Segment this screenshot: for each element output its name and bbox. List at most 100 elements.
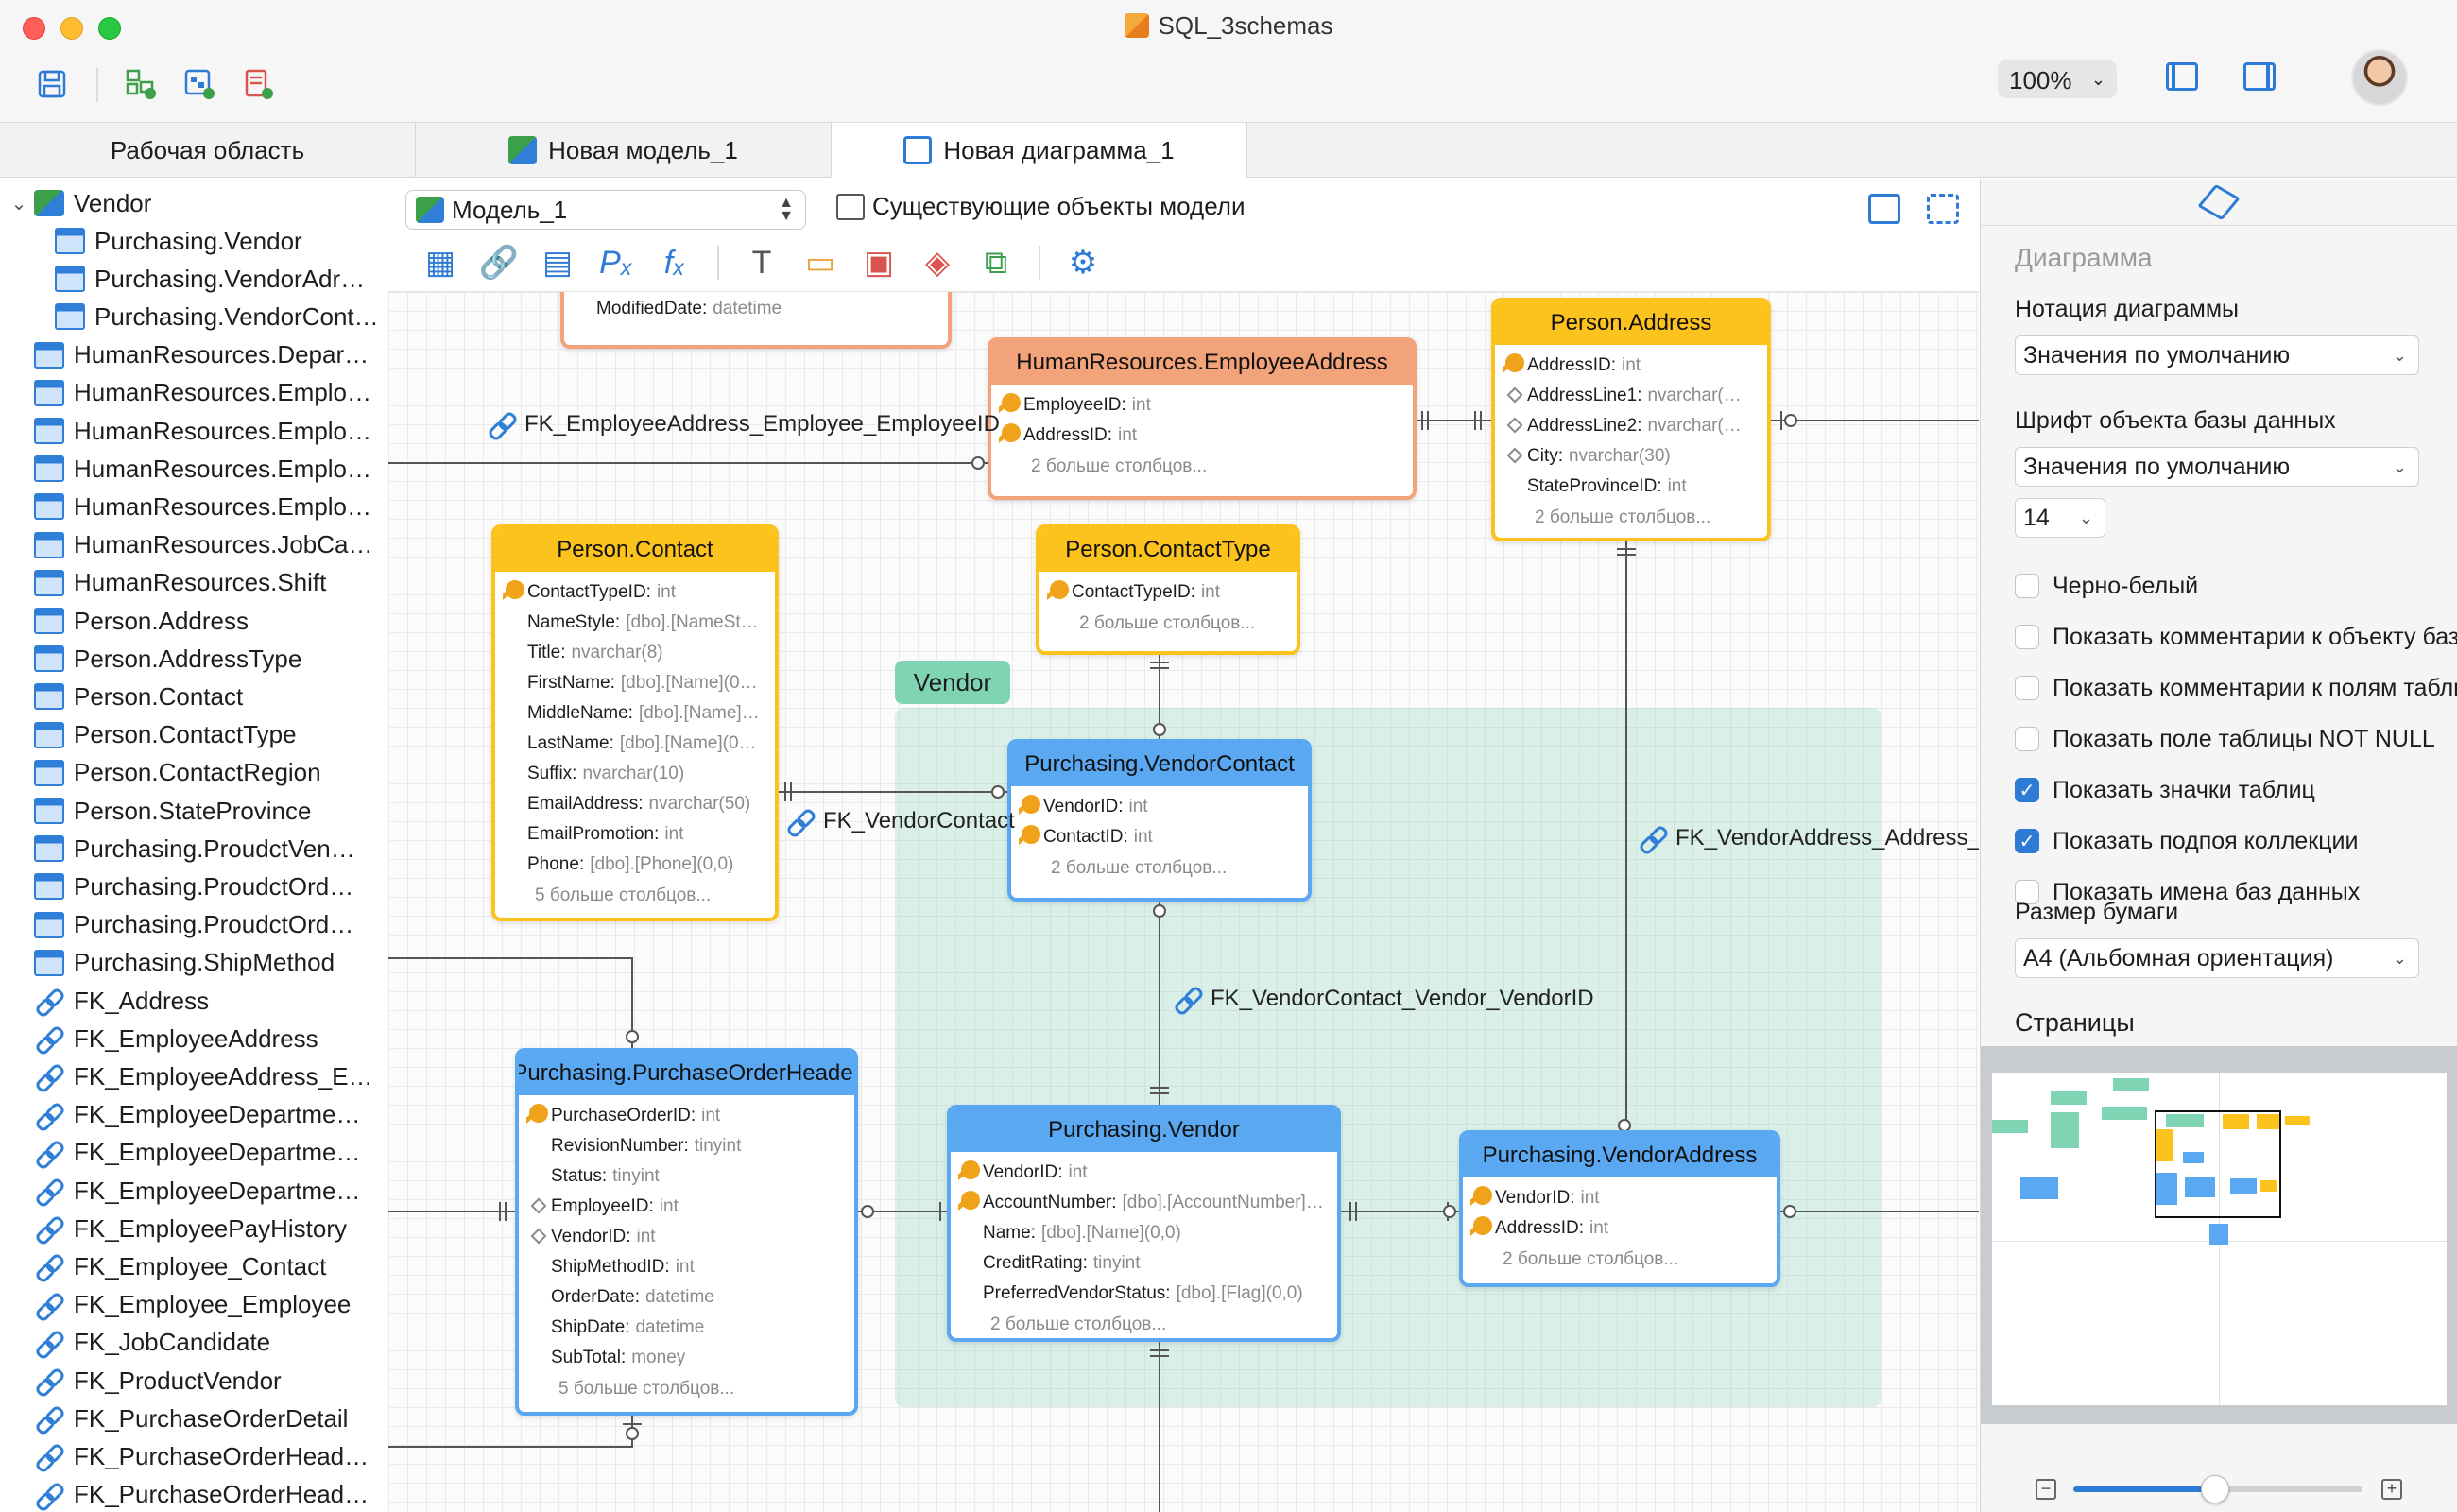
relationship-line[interactable]	[388, 1416, 633, 1448]
tab-diagram[interactable]: Новая диаграмма_1	[832, 123, 1247, 178]
entity-column[interactable]: ShipDate:datetime	[526, 1313, 847, 1343]
checkbox-row[interactable]: Показать комментарии к полям таблиц	[2015, 672, 2457, 704]
checkbox-row[interactable]: Черно-белый	[2015, 570, 2198, 602]
connector-label-fk-vendorcontact[interactable]: FK_VendorContact	[785, 808, 1015, 834]
entity-column[interactable]: OrderDate:datetime	[526, 1282, 847, 1313]
cube-icon[interactable]	[2197, 183, 2241, 220]
entity-column[interactable]: City:nvarchar(30)	[1503, 441, 1760, 472]
tree-item-table[interactable]: HumanResources.Emplo…	[34, 450, 371, 488]
tree-item-table[interactable]: Purchasing.VendorCont…	[55, 298, 379, 335]
entity-column[interactable]: AddressID:int	[1503, 351, 1760, 381]
tree-item-link[interactable]: FK_Employee_Contact	[34, 1247, 326, 1285]
tab-workspace[interactable]: Рабочая область	[0, 123, 416, 178]
entity-column[interactable]: VendorID:int	[958, 1158, 1330, 1188]
more-columns-link[interactable]: 5 больше столбцов...	[558, 1379, 735, 1399]
entity-column[interactable]: AccountNumber:[dbo].[AccountNumber]…	[958, 1188, 1330, 1218]
entity-column[interactable]: AddressID:int	[999, 421, 1405, 451]
checkbox[interactable]	[2015, 574, 2039, 598]
entity-column[interactable]: VendorID:int	[526, 1222, 847, 1252]
entity-column[interactable]: PreferredVendorStatus:[dbo].[Flag](0,0)	[958, 1279, 1330, 1309]
diagram-canvas[interactable]: Vendor	[388, 179, 1979, 1512]
zoom-in-button[interactable]: +	[2381, 1479, 2402, 1500]
entity-column[interactable]: Phone:[dbo].[Phone](0,0)	[503, 850, 767, 880]
view-tool-icon[interactable]: ▤	[541, 245, 574, 281]
tree-item-link[interactable]: FK_JobCandidate	[34, 1324, 270, 1362]
toggle-right-panel-button[interactable]	[2243, 62, 2276, 91]
checkbox[interactable]	[2015, 676, 2039, 700]
tree-item-table[interactable]: Person.Contact	[34, 678, 243, 715]
tree-item-table[interactable]: Person.StateProvince	[34, 792, 311, 830]
entity-column[interactable]: NameStyle:[dbo].[NameSt…	[503, 608, 767, 638]
checkbox[interactable]	[2015, 727, 2039, 751]
checkbox[interactable]: ✓	[2015, 778, 2039, 802]
tree-item-vendor-group[interactable]: ⌄ Vendor	[8, 184, 152, 222]
tree-item-link[interactable]: FK_EmployeeDepartme…	[34, 1134, 360, 1172]
entity-title[interactable]: Purchasing.PurchaseOrderHeader	[519, 1052, 854, 1095]
entity-column[interactable]: ModifiedDate:datetime	[572, 294, 940, 324]
tree-item-table[interactable]: Person.ContactRegion	[34, 754, 321, 792]
entity-column[interactable]: AddressLine1:nvarchar(…	[1503, 381, 1760, 411]
tree-item-table[interactable]: Person.Address	[34, 602, 249, 640]
minimize-window-button[interactable]	[60, 17, 83, 40]
entity-column[interactable]: VendorID:int	[1470, 1183, 1769, 1213]
checkbox-row[interactable]: ✓Показать значки таблиц	[2015, 774, 2315, 806]
close-window-button[interactable]	[23, 17, 45, 40]
entity-column[interactable]: EmployeeID:int	[999, 390, 1405, 421]
zoom-slider[interactable]: − +	[1981, 1445, 2457, 1511]
entity-column[interactable]: EmailAddress:nvarchar(50)	[503, 789, 767, 819]
tree-item-table[interactable]: Person.ContactType	[34, 716, 297, 754]
more-columns-link[interactable]: 2 больше столбцов...	[990, 1314, 1167, 1334]
checkbox-row[interactable]: Показать имена баз данных	[2015, 876, 2360, 908]
zoom-out-button[interactable]: −	[2036, 1479, 2056, 1500]
tree-item-table[interactable]: Purchasing.ShipMethod	[34, 944, 335, 982]
checkbox-row[interactable]: Показать поле таблицы NOT NULL	[2015, 723, 2435, 755]
checkbox[interactable]: ✓	[2015, 829, 2039, 853]
entity-title[interactable]: Person.Contact	[495, 528, 775, 572]
checkbox-row[interactable]: Показать комментарии к объекту базы	[2015, 621, 2457, 653]
tree-item-table[interactable]: Purchasing.Vendor	[55, 222, 302, 260]
tree-item-link[interactable]: FK_EmployeeDepartme…	[34, 1172, 360, 1210]
entity-title[interactable]: Purchasing.VendorAddress	[1463, 1134, 1777, 1177]
more-columns-link[interactable]: 2 больше столбцов...	[1503, 1249, 1679, 1269]
tree-item-table[interactable]: Purchasing.ProudctVen…	[34, 830, 355, 868]
entity-column[interactable]: AddressID:int	[1470, 1213, 1769, 1244]
connector-label-fk-vendoraddress[interactable]: FK_VendorAddress_Address_Ad	[1638, 825, 1979, 851]
tree-item-table[interactable]: HumanResources.Emplo…	[34, 412, 371, 450]
entity-column[interactable]: RevisionNumber:tinyint	[526, 1131, 847, 1161]
entity-title[interactable]: Person.Address	[1495, 301, 1767, 345]
entity-column[interactable]: EmployeeID:int	[526, 1192, 847, 1222]
chevron-down-icon[interactable]: ⌄	[10, 193, 27, 215]
entity-column[interactable]: StateProvinceID:int	[1503, 472, 1760, 502]
more-columns-link[interactable]: 2 больше столбцов...	[1535, 507, 1711, 527]
more-columns-link[interactable]: 2 больше столбцов...	[1031, 456, 1208, 476]
link-tool-icon[interactable]: 🔗	[478, 245, 520, 281]
entity-column[interactable]: FirstName:[dbo].[Name](0…	[503, 668, 767, 698]
entity-column[interactable]: Name:[dbo].[Name](0,0)	[958, 1218, 1330, 1248]
tree-item-link[interactable]: FK_EmployeeAddress	[34, 1020, 318, 1057]
entity-column[interactable]: EmailPromotion:int	[503, 819, 767, 850]
tree-item-table[interactable]: Purchasing.VendorAdr…	[55, 260, 365, 298]
tree-item-table[interactable]: HumanResources.Shift	[34, 564, 326, 602]
tree-item-table[interactable]: HumanResources.Depar…	[34, 336, 369, 374]
tree-item-link[interactable]: FK_Address	[34, 982, 209, 1020]
entity-column[interactable]: ShipMethodID:int	[526, 1252, 847, 1282]
tree-item-table[interactable]: HumanResources.Emplo…	[34, 374, 371, 412]
more-columns-link[interactable]: 2 больше столбцов...	[1079, 613, 1256, 633]
new-model-button[interactable]	[123, 66, 159, 102]
entity-column[interactable]: Suffix:nvarchar(10)	[503, 759, 767, 789]
entity-column[interactable]: Title:nvarchar(8)	[503, 638, 767, 668]
entity-title[interactable]: HumanResources.EmployeeAddress	[991, 341, 1413, 385]
tree-item-table[interactable]: HumanResources.Emplo…	[34, 488, 371, 525]
tree-item-link[interactable]: FK_EmployeeDepartme…	[34, 1096, 360, 1134]
entity-column[interactable]: AddressLine2:nvarchar(…	[1503, 411, 1760, 441]
notation-select[interactable]: Значения по умолчанию⌄	[2015, 335, 2419, 375]
note-tool-icon[interactable]: ▭	[804, 245, 836, 281]
new-query-button[interactable]	[240, 66, 276, 102]
presentation-button[interactable]	[1868, 194, 1900, 224]
procedure-tool-icon[interactable]: Pₓ	[599, 244, 633, 281]
tree-item-link[interactable]: FK_EmployeePayHistory	[34, 1210, 347, 1247]
